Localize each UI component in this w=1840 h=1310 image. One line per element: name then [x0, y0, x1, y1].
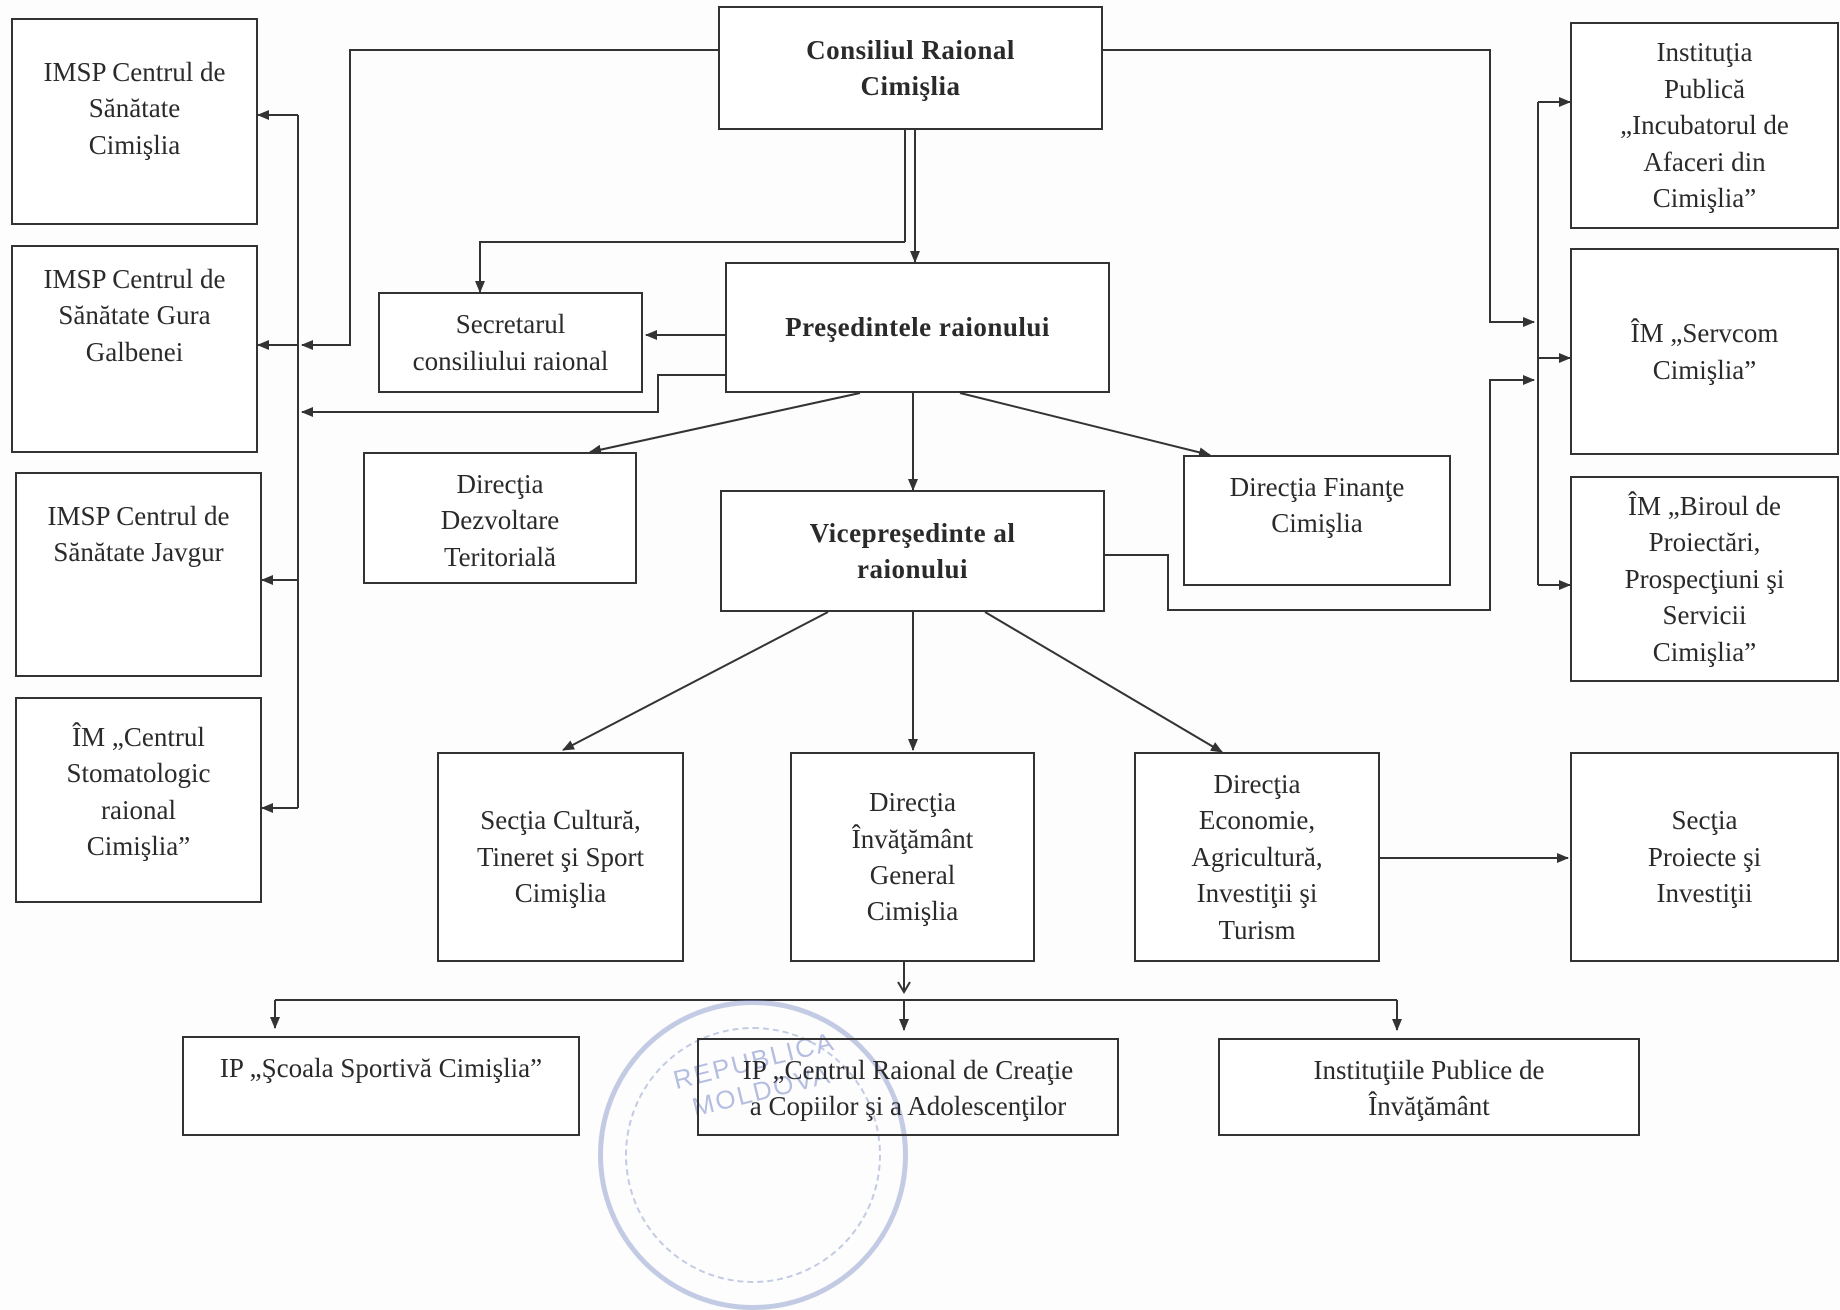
edge-consiliul-secretar [475, 241, 905, 293]
node-institutiile-publice: Instituţiile Publice de Învăţământ [1218, 1038, 1640, 1136]
node-ip-centrul-creatie: IP „Centrul Raional de Creaţie a Copiilo… [697, 1038, 1119, 1136]
node-directia-invatamant: Direcţia Învăţământ General Cimişlia [790, 752, 1035, 962]
connector-layer [257, 49, 1571, 1031]
node-im-servcom: ÎM „Servcom Cimişlia” [1570, 248, 1839, 455]
node-imsp-javgur: IMSP Centrul de Sănătate Javgur [15, 472, 262, 677]
node-ip-scoala-sportiva: IP „Şcoala Sportivă Cimişlia” [182, 1036, 580, 1136]
node-secretarul-consiliului: Secretarul consiliului raional [378, 292, 643, 393]
node-ip-incubator-afaceri: Instituţia Publică „Incubatorul de Aface… [1570, 22, 1839, 229]
node-sectia-cultura: Secţia Cultură, Tineret şi Sport Cimişli… [437, 752, 684, 962]
edge-presedinte-dezvoltare [589, 392, 861, 455]
node-presedintele-raionului: Preşedintele raionului [725, 262, 1110, 393]
edge-presedinte-finante [959, 392, 1211, 458]
edge-consiliul-right [1103, 49, 1535, 327]
edge-presedinte-left [301, 374, 725, 417]
node-consiliul-raional: Consiliul Raional Cimişlia [718, 6, 1103, 130]
node-vicepresedinte: Vicepreşedinte al raionului [720, 490, 1105, 612]
node-im-centrul-stomatologic: ÎM „Centrul Stomatologic raional Cimişli… [15, 697, 262, 903]
node-imsp-cimislia: IMSP Centrul de Sănătate Cimişlia [11, 18, 258, 225]
node-sectia-proiecte: Secţia Proiecte şi Investiţii [1570, 752, 1839, 962]
edge-consiliul-left [301, 49, 718, 350]
edge-vice-right [1105, 375, 1535, 611]
edge-vice-economie [984, 611, 1223, 753]
node-imsp-gura-galbenei: IMSP Centrul de Sănătate Gura Galbenei [11, 245, 258, 453]
node-directia-economie: Direcţia Economie, Agricultură, Investiţ… [1134, 752, 1380, 962]
node-directia-dezvoltare: Direcţia Dezvoltare Teritorială [363, 452, 637, 584]
edge-vice-cultura [562, 611, 829, 751]
node-directia-finante: Direcţia Finanţe Cimişlia [1183, 455, 1451, 586]
node-im-biroul-proiectari: ÎM „Biroul de Proiectări, Prospecţiuni ş… [1570, 476, 1839, 682]
